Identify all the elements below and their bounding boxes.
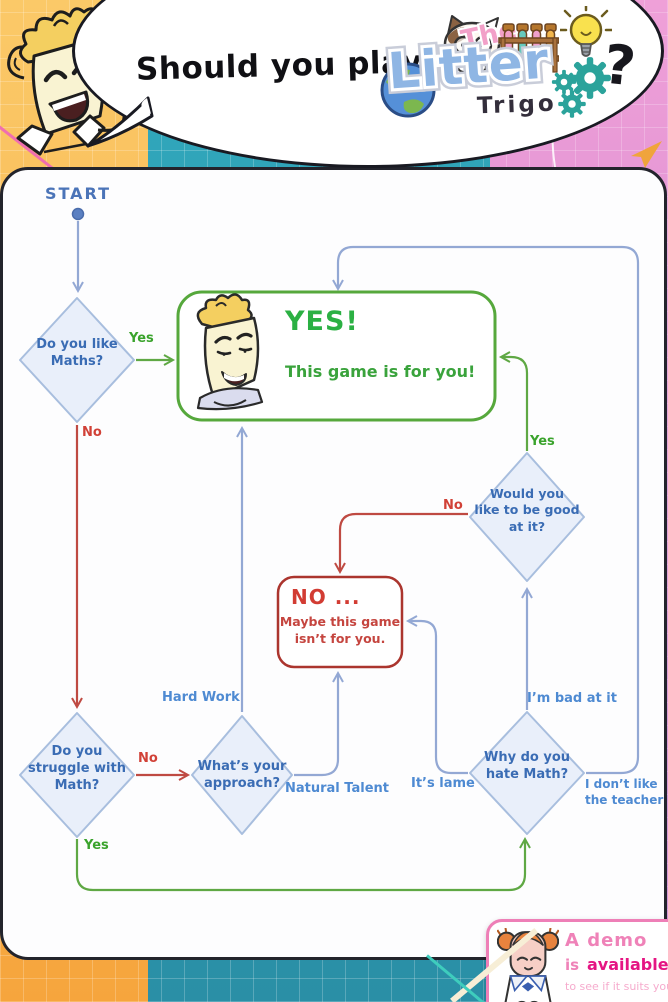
struggle-math-question: Do you struggle with Math? bbox=[28, 744, 126, 793]
demo-is-text: is bbox=[565, 956, 580, 974]
natural-talent-label: Natural Talent bbox=[285, 781, 389, 796]
demo-card: A demo is available to see if it suits y… bbox=[486, 919, 668, 1002]
hate-math-question: Why do you hate Math? bbox=[483, 750, 571, 782]
demo-title: A demo bbox=[565, 930, 648, 951]
no-box-title: NO ... bbox=[291, 585, 361, 609]
logo-trigo: Trigo bbox=[476, 90, 558, 120]
im-bad-label: I’m bad at it bbox=[527, 691, 617, 706]
yes-box-title: YES! bbox=[285, 306, 359, 337]
logo-litter-fill: Litter bbox=[385, 31, 552, 101]
start-label: START bbox=[44, 184, 112, 203]
would-no-label: No bbox=[443, 498, 463, 513]
teacher-label: I don’t like the teacher bbox=[585, 777, 664, 808]
like-no-label: No bbox=[82, 425, 102, 440]
would-yes-label: Yes bbox=[530, 434, 555, 449]
no-box-subtitle: Maybe this game isn’t for you. bbox=[279, 614, 401, 646]
approach-question: What’s your approach? bbox=[197, 759, 287, 791]
header-question-mark: ? bbox=[600, 32, 639, 99]
like-yes-label: Yes bbox=[129, 331, 154, 346]
would-be-good-question: Would you like to be good at it? bbox=[474, 486, 580, 534]
demo-available-text: available bbox=[587, 955, 668, 974]
hard-work-label: Hard Work bbox=[162, 690, 240, 705]
its-lame-label: It’s lame bbox=[411, 776, 475, 791]
struggle-no-label: No bbox=[138, 751, 158, 766]
like-maths-question: Do you like Maths? bbox=[36, 337, 118, 369]
demo-tagline: to see if it suits you bbox=[565, 980, 668, 993]
yes-box-subtitle: This game is for you! bbox=[285, 362, 476, 381]
struggle-yes-label: Yes bbox=[84, 838, 109, 853]
header-question-text: Should you play bbox=[135, 44, 423, 88]
